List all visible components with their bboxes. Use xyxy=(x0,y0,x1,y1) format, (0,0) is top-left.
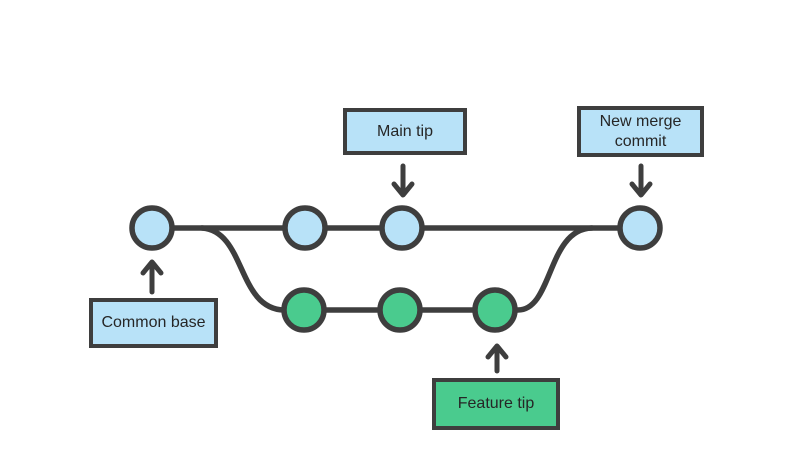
commit-node-main-2 xyxy=(282,205,328,251)
commit-node-main-tip xyxy=(379,205,425,251)
common-base-arrow-icon xyxy=(140,259,164,295)
main-tip-label: Main tip xyxy=(343,108,467,155)
main-tip-arrow-icon xyxy=(391,163,415,198)
commit-node-new-merge-commit xyxy=(617,205,663,251)
common-base-label: Common base xyxy=(89,298,218,348)
commit-node-feature-tip xyxy=(472,287,518,333)
commit-node-feature-1 xyxy=(281,287,327,333)
commit-node-feature-2 xyxy=(377,287,423,333)
new-merge-commit-label: New merge commit xyxy=(577,106,704,157)
feature-tip-label: Feature tip xyxy=(432,378,560,430)
feature-tip-arrow-icon xyxy=(485,343,509,374)
commit-node-common-base xyxy=(129,205,175,251)
new-merge-commit-arrow-icon xyxy=(629,163,653,198)
